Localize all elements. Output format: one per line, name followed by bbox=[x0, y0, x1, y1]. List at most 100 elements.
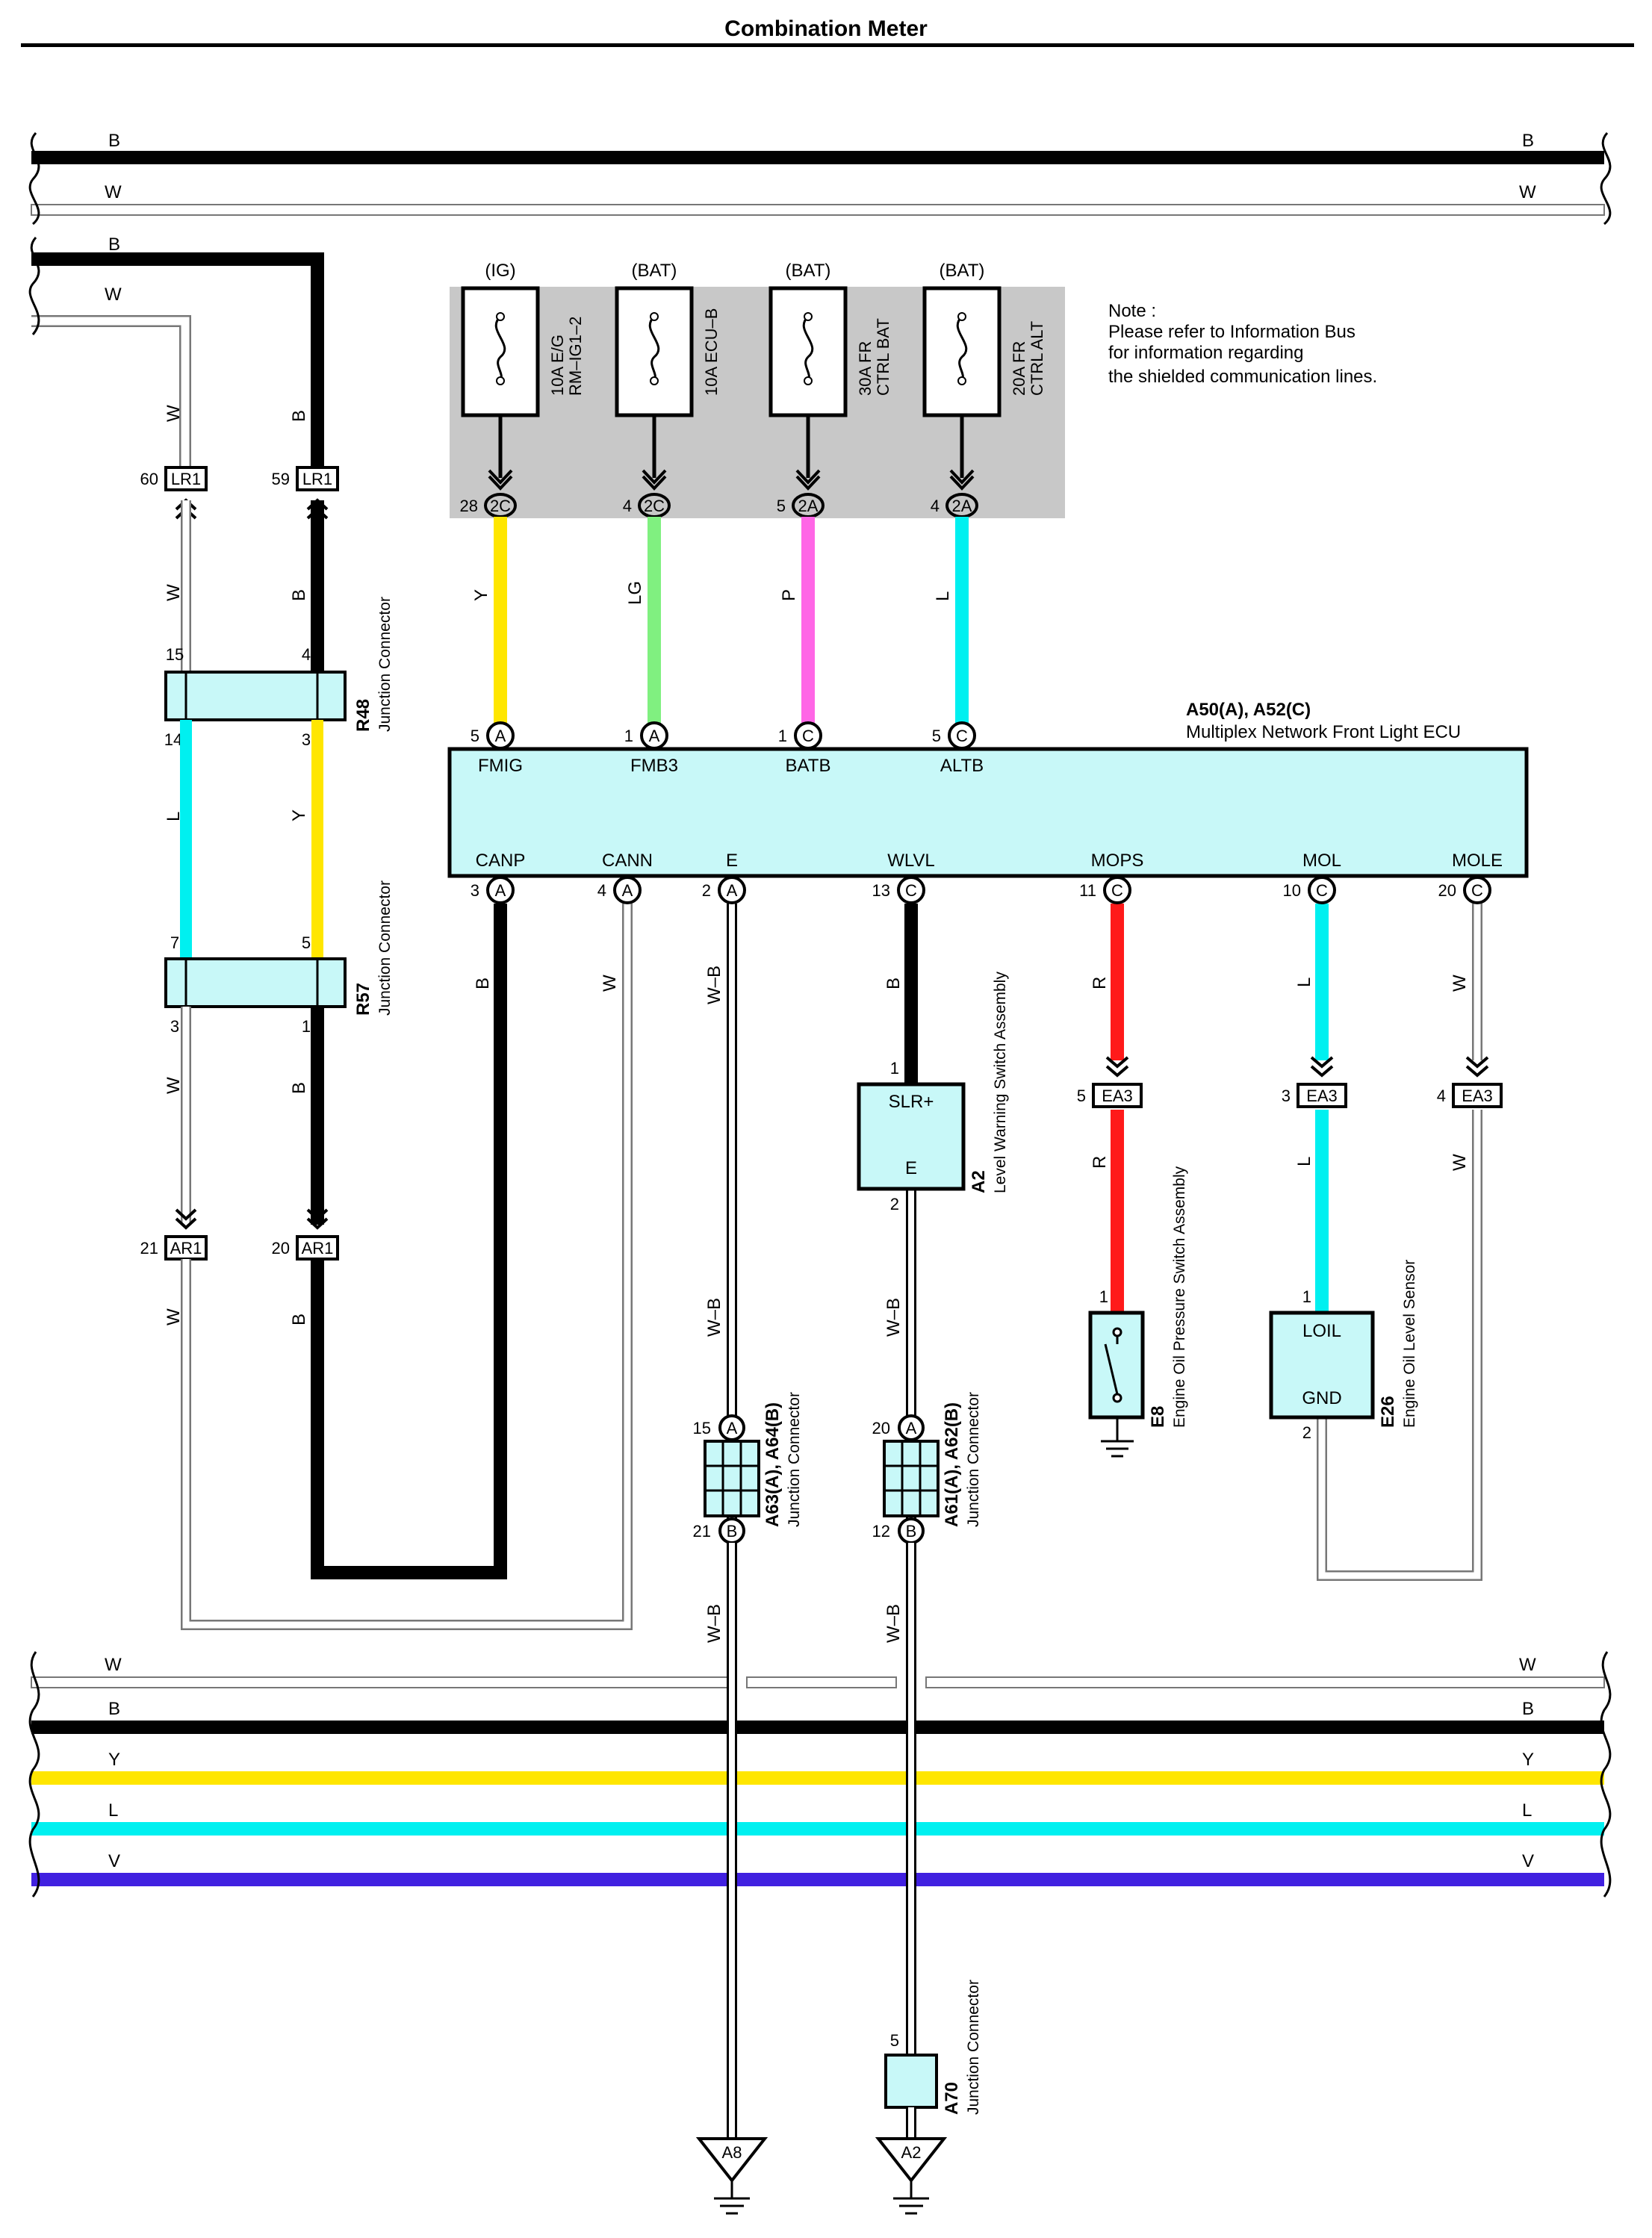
ecu-bottom-terminal-mol-conn: C bbox=[1316, 881, 1328, 900]
wire-wb-crossing-buses bbox=[727, 1543, 916, 2143]
a61-desc: Junction Connector bbox=[965, 1392, 982, 1527]
fuse-4-pin: 4 bbox=[931, 497, 940, 515]
wire-b-lr1-r48 bbox=[311, 500, 324, 672]
fuse-3-pin: 5 bbox=[777, 497, 786, 515]
ecu-bottom-terminal-wlvl-pin: 13 bbox=[872, 881, 890, 900]
e8-desc: Engine Oil Pressure Switch Assembly bbox=[1171, 1166, 1188, 1428]
a2-terminal-slr: SLR+ bbox=[889, 1092, 934, 1112]
bottom-bus-l: L L bbox=[31, 1800, 1604, 1836]
fuse-1-conn: 2C bbox=[490, 497, 511, 515]
ecu-top-terminal-altb-pin: 5 bbox=[932, 727, 941, 745]
bottom-bus-w: W W bbox=[31, 1655, 1605, 1688]
ea3-connector-mol-name: EA3 bbox=[1306, 1087, 1338, 1105]
wire-label-ea3-mole: W bbox=[1450, 1154, 1470, 1171]
wire-r-mops-ea3 bbox=[1111, 904, 1124, 1060]
ar1-b-name: AR1 bbox=[302, 1239, 334, 1258]
wire-label-w-mid: W bbox=[164, 584, 184, 601]
wire-label-b-mid: B bbox=[289, 589, 309, 601]
bottom-bus-w-label-left: W bbox=[105, 1655, 122, 1675]
a63-conn-a: A bbox=[727, 1419, 738, 1437]
a70-id: A70 bbox=[942, 2082, 962, 2115]
r48-desc: Junction Connector bbox=[376, 597, 394, 732]
wire-y-r48-r57 bbox=[311, 720, 323, 959]
ecu-bottom-terminal-mol: C 10 bbox=[1283, 876, 1336, 904]
a70-pin: 5 bbox=[890, 2031, 899, 2050]
r48-pin-4: 4 bbox=[302, 645, 311, 664]
ecu-bottom-terminal-wlvl: C 13 bbox=[872, 876, 925, 904]
ecu-bottom-terminal-mole: C 20 bbox=[1438, 876, 1491, 904]
lr1-b-connector: LR1 59 bbox=[272, 466, 339, 491]
ground-a2-name: A2 bbox=[901, 2143, 922, 2162]
r48-id: R48 bbox=[353, 699, 373, 732]
fuse-2-rating: 10A ECU–B bbox=[702, 308, 721, 396]
ecu-top-terminal-fmb3-conn: A bbox=[649, 727, 660, 745]
top-bus-b-label-right: B bbox=[1522, 131, 1534, 151]
wire-label-fuse-1: Y bbox=[471, 589, 491, 601]
e8-id: E8 bbox=[1148, 1406, 1168, 1428]
ar1-w-connector: AR1 21 bbox=[140, 1235, 208, 1261]
bottom-bus-b-label-left: B bbox=[108, 1699, 120, 1719]
bottom-bus-v-label-left: V bbox=[108, 1851, 120, 1871]
ecu-bottom-terminal-wlvl-conn: C bbox=[905, 881, 917, 900]
ecu-top-terminal-fmig-name: FMIG bbox=[478, 756, 523, 776]
ecu-bottom-name-mole: MOLE bbox=[1452, 851, 1503, 871]
wire-label-y-mid: Y bbox=[289, 809, 309, 821]
ea3-connector-mole-name: EA3 bbox=[1462, 1087, 1493, 1105]
ground-a8: A8 bbox=[695, 2137, 768, 2215]
ecu-bottom-terminal-canp: A 3 bbox=[471, 876, 515, 904]
left-branch-breaks bbox=[28, 236, 40, 335]
ecu-name: Multiplex Network Front Light ECU bbox=[1186, 722, 1461, 742]
bottom-bus-b: B B bbox=[31, 1699, 1604, 1734]
a63-a64-junction-connector: A 15 B 21 A63(A), A64(B) Junction Connec… bbox=[693, 1392, 803, 1544]
note-line-1: Please refer to Information Bus bbox=[1108, 322, 1356, 342]
bottom-bus-l-label-right: L bbox=[1522, 1800, 1532, 1821]
e8-pin: 1 bbox=[1099, 1287, 1108, 1306]
ecu-bottom-name-canp: CANP bbox=[476, 851, 526, 871]
wire-l-altb bbox=[955, 517, 969, 733]
bottom-bus-y: Y Y bbox=[31, 1750, 1604, 1785]
ecu-top-terminal-batb-pin: 1 bbox=[778, 727, 787, 745]
ar1-chevrons bbox=[175, 1208, 329, 1230]
r57-pin-7: 7 bbox=[170, 933, 179, 952]
ecu-bottom-terminal-mops-conn: C bbox=[1111, 881, 1123, 900]
lr1-b-pin: 59 bbox=[272, 470, 290, 488]
fuse-4-name: CTRL ALT bbox=[1028, 321, 1046, 396]
fuse-1-name: RM–IG1–2 bbox=[566, 317, 585, 396]
wire-y-fmig bbox=[494, 517, 507, 733]
ar1-w-name: AR1 bbox=[170, 1239, 202, 1258]
note: Note : Please refer to Information Bus f… bbox=[1108, 301, 1377, 387]
ecu-bottom-terminal-cann: A 4 bbox=[597, 876, 642, 904]
r57-pin-1: 1 bbox=[302, 1017, 311, 1036]
bottom-bus-y-label-left: Y bbox=[108, 1750, 120, 1770]
top-bus-b-label-left: B bbox=[108, 131, 120, 151]
fuse-2-pin: 4 bbox=[623, 497, 632, 515]
e26-terminal-loil: LOIL bbox=[1302, 1321, 1341, 1341]
top-bus-b: B B bbox=[31, 131, 1604, 164]
ea3-connector-mops: EA3 5 bbox=[1077, 1083, 1143, 1108]
wire-label-b-top: B bbox=[289, 410, 309, 422]
lr1-w-connector: LR1 60 bbox=[140, 466, 208, 491]
wire-label-mole: W bbox=[1450, 975, 1470, 992]
ecu-bottom-terminal-e-conn: A bbox=[727, 881, 738, 900]
a63-pin-a: 15 bbox=[693, 1419, 711, 1437]
wire-label-w-low: W bbox=[164, 1077, 184, 1094]
wire-b-r57-ar1 bbox=[311, 1007, 324, 1225]
wire-label-wlvl: B bbox=[884, 977, 904, 989]
ecu-top-terminal-fmig-conn: A bbox=[495, 727, 506, 745]
fuse-3: (BAT) 30A FR CTRL BAT 2A 5 bbox=[768, 261, 892, 518]
a61-pin-a: 20 bbox=[872, 1419, 890, 1437]
bottom-bus-w-label-right: W bbox=[1519, 1655, 1536, 1675]
bottom-bus-b-label-right: B bbox=[1522, 1699, 1534, 1719]
ar1-w-pin: 21 bbox=[140, 1239, 158, 1258]
wire-label-ea3-mol: L bbox=[1294, 1157, 1314, 1166]
ground-a8-name: A8 bbox=[722, 2143, 742, 2162]
ecu-bottom-name-mops: MOPS bbox=[1091, 851, 1144, 871]
ecu-bottom-terminal-cann-pin: 4 bbox=[597, 881, 606, 900]
ea3-connector-mol-pin: 3 bbox=[1282, 1087, 1291, 1105]
ecu-top-terminal-altb: C 5 ALTB bbox=[932, 721, 984, 776]
wire-l-r48-r57 bbox=[180, 720, 192, 959]
wire-label-b-low: B bbox=[289, 1082, 309, 1094]
wire-p-batb bbox=[801, 517, 815, 733]
left-branch-b-label: B bbox=[108, 234, 120, 255]
